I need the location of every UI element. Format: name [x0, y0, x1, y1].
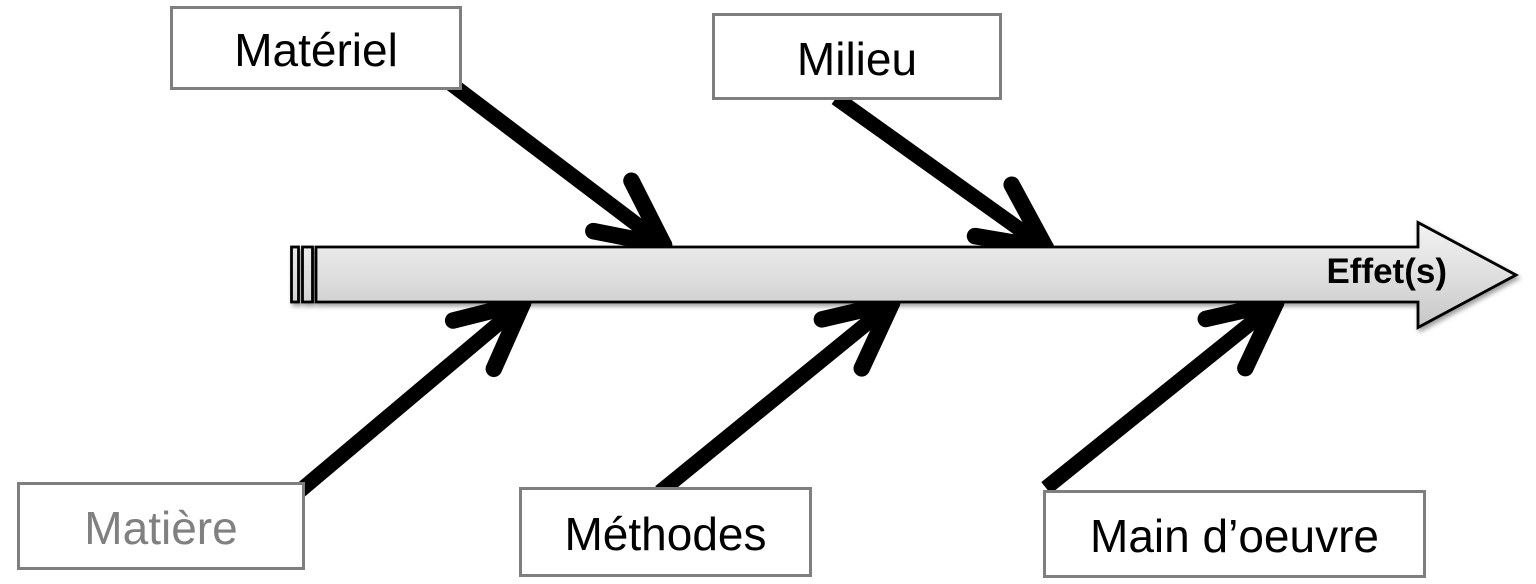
- cause-box-materiel: Matériel: [170, 6, 462, 90]
- cause-box-matiere: Matière: [17, 482, 305, 570]
- cause-box-milieu: Milieu: [712, 13, 1002, 100]
- cause-box-methodes: Méthodes: [519, 487, 812, 577]
- cause-box-main-doeuvre: Main d’oeuvre: [1043, 490, 1426, 578]
- cause-label-milieu: Milieu: [796, 32, 918, 85]
- spine-arrow: [290, 220, 1519, 330]
- cause-label-main-doeuvre: Main d’oeuvre: [1090, 510, 1379, 562]
- cause-arrow-methodes: [655, 294, 901, 498]
- cause-label-matiere: Matière: [84, 502, 238, 554]
- cause-arrow-main-doeuvre: [1041, 294, 1285, 494]
- cause-arrow-materiel: [441, 74, 673, 254]
- cause-arrow-milieu: [831, 91, 1055, 257]
- effect-label: Effet(s): [1326, 252, 1447, 291]
- cause-arrow-matiere: [290, 294, 532, 501]
- cause-label-methodes: Méthodes: [564, 508, 767, 560]
- cause-label-materiel: Matériel: [234, 24, 398, 76]
